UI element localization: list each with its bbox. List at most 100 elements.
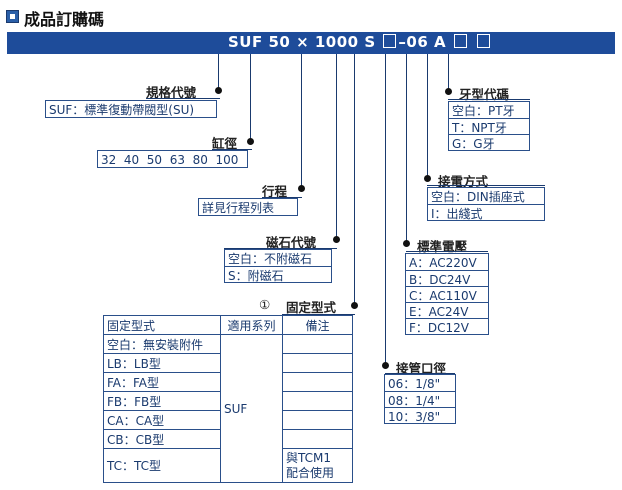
connector-thread (448, 54, 449, 92)
mount-note-line: 配合使用 (286, 465, 335, 480)
spec-code-option: SUF：標準復動帶閥型(SU) (49, 103, 195, 117)
connector-voltage (406, 54, 407, 243)
mount-label: 固定型式 (286, 300, 337, 315)
spec-code-label: 規格代號 (146, 85, 197, 100)
bore-dot (247, 138, 254, 145)
connector-magnet (336, 54, 337, 240)
bore-label: 缸徑 (212, 136, 238, 151)
voltage-option: C：AC110V (406, 286, 488, 303)
mount-row: CA：CA型 (103, 410, 353, 430)
voltage-option: A：AC220V (409, 256, 477, 270)
voltage-option: F：DC12V (406, 318, 488, 335)
port-option: 06：1/8" (388, 377, 441, 391)
mount-table: 固定型式 適用系列 備注 空白：無安裝附件 SUF LB：LB型 FA：FA型 … (103, 315, 353, 483)
thread-label: 牙型代碼 (459, 87, 510, 102)
magnet-dot (333, 236, 340, 243)
mount-row-type: CB：CB型 (103, 429, 221, 449)
mount-row-type: 空白：無安裝附件 (103, 334, 221, 354)
bore-underline (212, 149, 252, 150)
port-option: 10：3/8" (385, 407, 455, 424)
voltage-label: 標準電壓 (417, 239, 468, 254)
stroke-option: 詳見行程列表 (202, 201, 275, 215)
port-dot (382, 362, 389, 369)
port-label: 接管口徑 (396, 361, 447, 376)
port-option: 08：1/4" (385, 391, 455, 408)
magnet-label: 磁石代號 (266, 235, 317, 250)
thread-dot (445, 88, 452, 95)
title-square-icon (6, 10, 19, 23)
voltage-option: E：AC24V (406, 302, 488, 319)
mount-row-note (282, 353, 353, 373)
mount-row: TC：TC型 與TCM1 配合使用 (103, 448, 353, 483)
voltage-dot (403, 240, 410, 247)
connector-port (385, 54, 386, 365)
code-thread-slot (476, 34, 490, 48)
order-code-bar (7, 32, 615, 54)
thread-option: 空白：PT牙 (452, 104, 515, 118)
mount-row-note (282, 334, 353, 354)
mount-row-note (282, 391, 353, 411)
mount-row-note: 與TCM1 配合使用 (282, 448, 353, 483)
mount-header-series: 適用系列 (220, 315, 283, 335)
mount-marker: ① (259, 297, 271, 312)
mount-row: FB：FB型 (103, 391, 353, 411)
connector-spec (218, 54, 219, 90)
bore-option: 32 40 50 63 80 100 (101, 153, 239, 167)
thread-option: G：G牙 (449, 134, 529, 151)
code-times: × (296, 33, 310, 51)
mount-row-type: FB：FB型 (103, 391, 221, 411)
port-box: 06：1/8" 08：1/4" 10：3/8" (384, 374, 456, 424)
voltage-option: B：DC24V (406, 270, 488, 287)
stroke-label: 行程 (262, 184, 288, 199)
connector-electric (427, 54, 428, 178)
mount-row: LB：LB型 (103, 353, 353, 373)
code-stroke-magnet: 1000 S (314, 33, 376, 51)
spec-code-underline (146, 98, 220, 99)
stroke-dot (298, 185, 305, 192)
port-underline (385, 373, 455, 374)
mount-dot (351, 302, 358, 309)
mount-header-type: 固定型式 (103, 315, 221, 335)
spec-code-box: SUF：標準復動帶閥型(SU) (45, 100, 217, 118)
mount-row-type: FA：FA型 (103, 372, 221, 392)
magnet-option: 空白：不附磁石 (228, 252, 313, 266)
mount-table-header: 固定型式 適用系列 備注 (103, 315, 353, 335)
voltage-box: A：AC220V B：DC24V C：AC110V E：AC24V F：DC12… (405, 253, 489, 335)
stroke-underline (262, 197, 302, 198)
electric-option: 空白：DIN插座式 (431, 190, 525, 204)
mount-header-note: 備注 (282, 315, 353, 335)
electric-option: I：出綫式 (428, 204, 544, 221)
mount-row-note (282, 372, 353, 392)
spec-code-dot (215, 87, 222, 94)
mount-row: CB：CB型 (103, 429, 353, 449)
electric-dot (424, 175, 431, 182)
electric-box: 空白：DIN插座式 I：出綫式 (427, 187, 545, 221)
connector-stroke (301, 54, 302, 188)
mount-row-note (282, 429, 353, 449)
mount-series-cell: SUF (220, 334, 283, 483)
thread-option: T：NPT牙 (449, 118, 529, 135)
connector-bore (250, 54, 251, 142)
mount-row-type: CA：CA型 (103, 410, 221, 430)
electric-underline (427, 185, 545, 186)
connector-mount (354, 54, 355, 306)
magnet-underline (224, 248, 337, 249)
voltage-underline (406, 251, 488, 252)
page-title: 成品訂購碼 (24, 10, 105, 29)
mount-note-line: 與TCM1 (286, 450, 331, 465)
magnet-option: S：附磁石 (225, 266, 331, 283)
code-port-voltage: –06 A (398, 33, 447, 51)
mount-row-type: TC：TC型 (103, 448, 221, 483)
magnet-box: 空白：不附磁石 S：附磁石 (224, 249, 332, 283)
mount-underline (282, 314, 355, 315)
mount-row-type: LB：LB型 (103, 353, 221, 373)
bore-box: 32 40 50 63 80 100 (97, 150, 248, 168)
thread-box: 空白：PT牙 T：NPT牙 G：G牙 (448, 101, 530, 151)
stroke-box: 詳見行程列表 (198, 198, 298, 216)
code-electric-slot (453, 34, 467, 48)
code-model-bore: SUF 50 (228, 33, 291, 51)
mount-row-note (282, 410, 353, 430)
mount-row: 空白：無安裝附件 SUF (103, 334, 353, 483)
thread-underline (448, 99, 530, 100)
order-code: SUF 50 × 1000 S –06 A (228, 33, 492, 51)
